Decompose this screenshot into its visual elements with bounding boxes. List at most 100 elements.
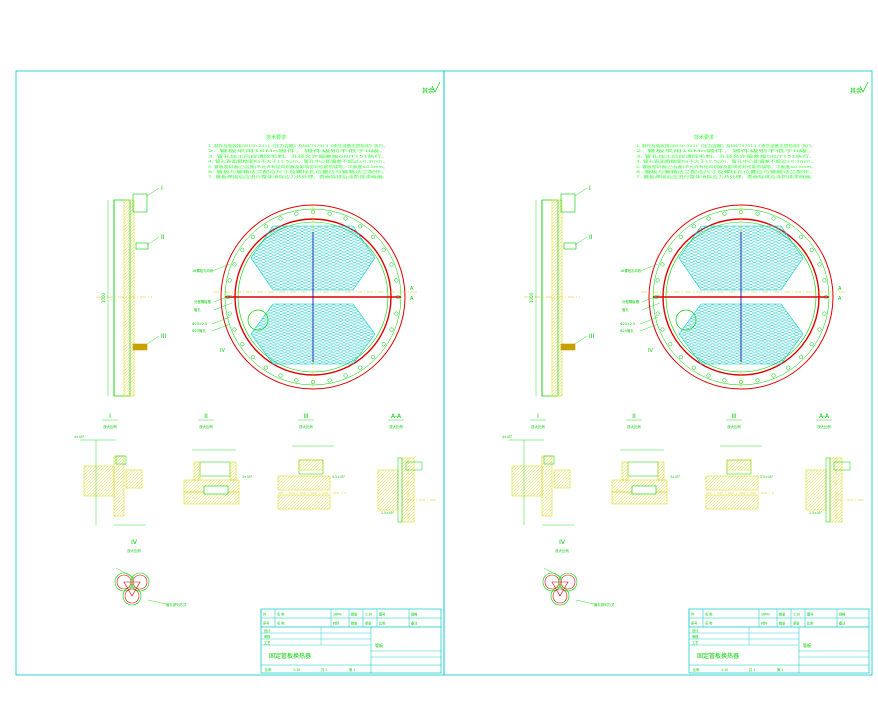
bolt-hole (381, 247, 386, 252)
hatch-line (551, 228, 563, 240)
tube-grid-line (679, 226, 803, 290)
hatch-line (705, 475, 716, 486)
note-line: 5. 管板密封面(凸台面)不允许有径向划痕及影响密封性能的缺陷，平面度≤0.5m… (636, 164, 816, 169)
tube-region-outline (678, 303, 804, 365)
hatch-line (553, 471, 571, 489)
detail-scale: 放大比例 (299, 424, 313, 429)
hatch-outline (541, 455, 553, 517)
tube-grid-line (48, 216, 248, 300)
tube-grid-line (292, 226, 375, 290)
hatch-line (660, 476, 665, 481)
section-tag-top: A (410, 286, 414, 292)
tube-grid-line (320, 304, 375, 364)
tube-grid-line (748, 226, 803, 290)
tube-grid-line (278, 304, 375, 364)
note-line: 6. 管板与管箱法兰配合尺寸及螺栓孔位置应与管箱法兰配作。 (208, 169, 388, 174)
hatch-line (511, 465, 522, 476)
hatch-line (123, 336, 135, 348)
hatch-line (123, 240, 135, 252)
hatch-line (541, 490, 553, 502)
tube-grid-line (819, 216, 878, 300)
hatch-line (751, 502, 759, 510)
hatch-line (183, 491, 194, 502)
hatch-line (514, 468, 543, 497)
callout-box-mid (563, 242, 577, 250)
hatch-line (299, 494, 315, 510)
hatch-line (309, 459, 321, 471)
note-line: 5. 管板密封面(凸台面)不允许有径向划痕及影响密封性能的缺陷，平面度≤0.5m… (208, 164, 388, 169)
hatch-line (551, 312, 563, 324)
detail-ii-groove (627, 461, 659, 477)
dimension-text: 1000 (529, 292, 534, 303)
detail-aa-dim: 1.5×45° (809, 511, 823, 515)
hatch-line (611, 479, 616, 484)
tube-grid-line (285, 226, 375, 290)
tube-grid-line (748, 226, 803, 290)
hatch-line (305, 494, 321, 510)
hatch-line (116, 508, 125, 517)
triangle-pitch (123, 581, 141, 597)
callout-box-top (132, 193, 148, 213)
hatch-line (551, 318, 563, 330)
hatch-line (123, 321, 135, 333)
tube-grid-line (679, 304, 803, 364)
hatch-line (125, 387, 135, 397)
leader-line (639, 323, 659, 332)
hatch-line (614, 491, 628, 505)
hatch-line (551, 285, 563, 297)
hatch-line (551, 219, 563, 231)
hatch-line (532, 486, 543, 497)
callout-label-1: II (589, 234, 593, 241)
tube-grid-line (790, 226, 803, 290)
tube-grid-line (41, 216, 241, 300)
tube-grid-line (405, 216, 605, 300)
part-title: 管板 (375, 642, 383, 648)
tube-grid-line (812, 294, 878, 374)
hatch-line (314, 494, 330, 510)
tube-grid-line (776, 304, 803, 364)
hatch-line (621, 461, 626, 466)
hatch-line (526, 480, 543, 497)
tube-grid-line (783, 226, 803, 290)
hatch-line (377, 479, 399, 501)
hatch-line (277, 494, 285, 502)
detail-iv-scale: 放大比例 (127, 548, 141, 553)
hatch-line (113, 496, 125, 508)
tube-grid-line (679, 304, 705, 364)
tube-grid-line (685, 226, 803, 290)
hatch-line (290, 475, 306, 491)
tube-grid-line (405, 294, 605, 374)
tube-grid-line (679, 226, 684, 290)
hatch-line (123, 225, 135, 237)
detail-scale: 放大比例 (199, 424, 213, 429)
bolt-hole (809, 247, 814, 252)
hatch-line (656, 493, 668, 505)
detail-scale: 放大比例 (531, 424, 545, 429)
hatch-line (511, 465, 543, 497)
bolt-hole (263, 365, 268, 370)
tube-grid-line (734, 226, 803, 290)
tube-grid-line (679, 226, 698, 290)
hatch-line (137, 483, 143, 489)
hatch-line (123, 297, 135, 309)
hatch-line (123, 222, 135, 234)
hatch-line (394, 506, 399, 511)
tube-grid-line (819, 294, 878, 374)
detail-iv-label: 管孔排列方式 (166, 602, 187, 607)
hatch-line (805, 488, 827, 510)
hatch-line (551, 357, 563, 369)
hatch-line (125, 469, 133, 477)
hatch-line (805, 469, 822, 486)
leader-line (641, 294, 661, 303)
hatch-line (123, 282, 135, 294)
drawing-title: 固定管板换热器 (697, 652, 739, 660)
hatch-line (805, 469, 813, 477)
tube-grid-line (251, 226, 270, 290)
hatch-line (113, 487, 125, 499)
tube-hole-inner (124, 588, 140, 604)
note-line: 2. 管板采用16Mn锻件，锻件级别不低于II级。 (208, 148, 388, 153)
hatch-line (123, 285, 135, 297)
tube-grid-line (285, 304, 375, 364)
tube-grid-line (348, 304, 375, 364)
